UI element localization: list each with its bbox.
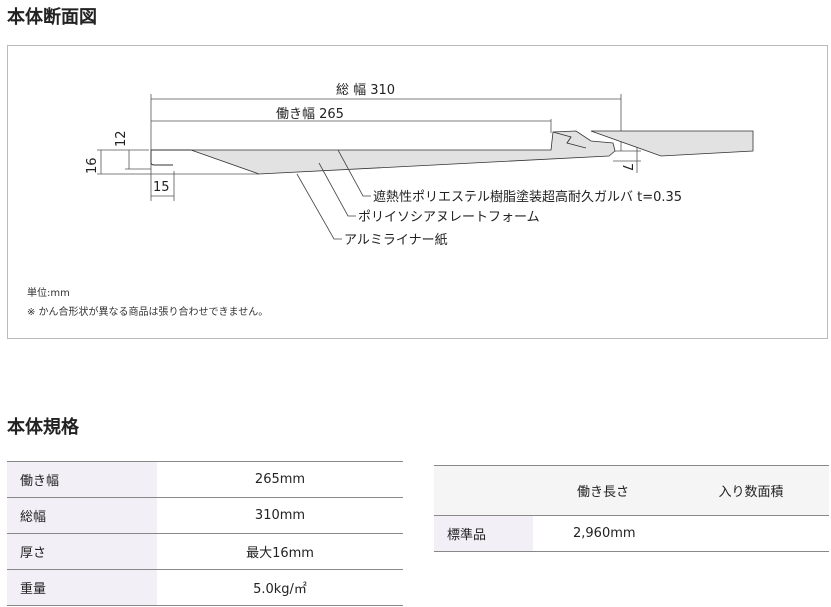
row-area [673, 515, 829, 552]
spec-value: 265mm [157, 461, 403, 498]
header-empty [434, 465, 533, 516]
dim-15: 15 [153, 180, 170, 195]
dim-7: 7 [619, 163, 634, 171]
spec-label: 重量 [7, 569, 157, 606]
spec-value: 最大16mm [157, 533, 403, 570]
spec-label: 働き幅 [7, 461, 157, 498]
spec-label: 厚さ [7, 533, 157, 570]
header-length: 働き長さ [533, 465, 673, 516]
layer-foam-label: ポリイソシアヌレートフォーム [358, 210, 540, 225]
total-width-label: 総 幅 310 [336, 83, 395, 98]
cross-section-heading: 本体断面図 [7, 7, 97, 28]
table-row: 厚さ最大16mm [7, 533, 403, 570]
spec-value: 310mm [157, 497, 403, 534]
leader-lines [296, 149, 371, 240]
dim-12: 12 [114, 130, 129, 147]
row-label: 標準品 [434, 515, 533, 552]
panel-main [190, 130, 616, 175]
spec-label: 総幅 [7, 497, 157, 534]
spec-heading: 本体規格 [7, 417, 79, 438]
panel-joint [552, 131, 587, 149]
cross-section-diagram: 総 幅 310 働き幅 265 16 12 15 7 遮熱性ポリエステル樹脂塗装… [7, 45, 828, 339]
dim-16: 16 [85, 157, 100, 174]
layer-coating-label: 遮熱性ポリエステル樹脂塗装超高耐久ガルバ t=0.35 [373, 189, 682, 205]
dimension-lines [97, 94, 641, 201]
unit-note: 単位:mm [27, 288, 70, 299]
panel-left-hook [150, 149, 191, 166]
row-length: 2,960mm [533, 515, 673, 552]
layer-liner-label: アルミライナー紙 [344, 233, 448, 248]
panel-adjacent [590, 130, 754, 157]
table-header-row: 働き長さ 入り数面積 [434, 465, 829, 516]
header-area: 入り数面積 [673, 465, 829, 516]
compatibility-note: ※ かん合形状が異なる商品は張り合わせできません。 [27, 307, 269, 318]
working-width-label: 働き幅 265 [276, 107, 344, 122]
table-row: 標準品 2,960mm [434, 515, 829, 552]
spec-value: 5.0kg/㎡ [157, 569, 403, 606]
length-table: 働き長さ 入り数面積 標準品 2,960mm [434, 465, 829, 552]
